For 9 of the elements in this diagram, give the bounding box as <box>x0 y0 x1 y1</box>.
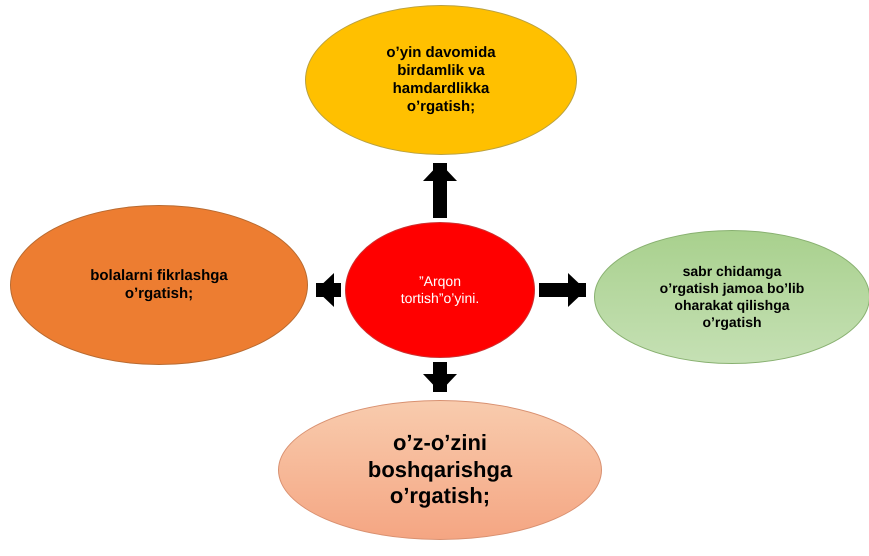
node-text: bolalarni fikrlashga o’rgatish; <box>89 267 229 303</box>
node-text: o’yin davomida birdamlik va hamdardlikka o’rgatish; <box>385 44 497 116</box>
node-text: sabr chidamga o’rgatish jamoa bo’lib oharakat qilishga o’rgatish <box>658 263 806 331</box>
block-arrow <box>539 273 586 307</box>
node-text: ”Arqon tortish”o’yini. <box>400 273 480 307</box>
block-arrow <box>423 362 457 392</box>
node-text: o’z-o’zini boshqarishga o’rgatish; <box>366 430 514 510</box>
block-arrow <box>316 273 341 307</box>
block-arrow <box>423 163 457 218</box>
